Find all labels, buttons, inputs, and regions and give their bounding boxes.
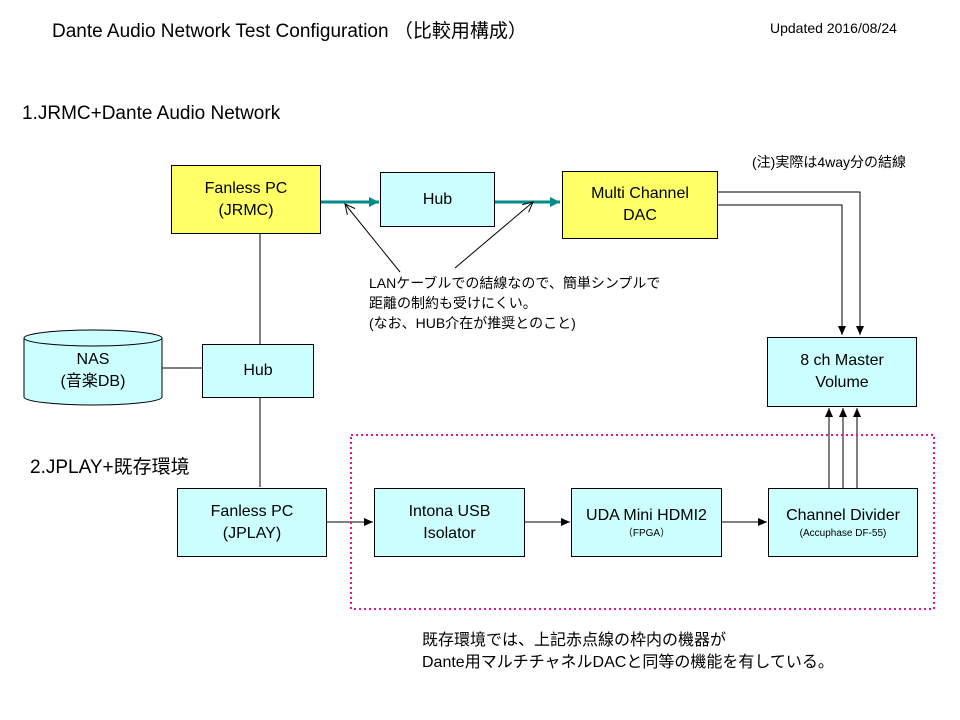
section-1-title: 1.JRMC+Dante Audio Network [22,103,281,124]
hub-mid-box: Hub [202,344,314,398]
dac-volume-line-1 [718,191,864,335]
note-pointer-left [345,204,401,273]
hub-top-label: Hub [422,190,453,208]
nas-cylinder [23,329,163,406]
section-2-title: 2.JPLAY+既存環境 [30,457,190,478]
channel-divider-box: Channel Divider (Accuphase DF-55) [768,488,918,557]
uda-sub: （FPGA） [622,528,671,539]
hub-mid-label: Hub [243,362,273,379]
nas-sub: (音楽DB) [60,373,126,390]
bottom-note-line-1: 既存環境では、上記赤点線の枠内の機器が [422,632,727,649]
updated-date: Updated 2016/08/24 [770,20,897,36]
fanless-pc-jplay-sub: (JPLAY) [222,524,282,542]
multi-channel-dac-sub: DAC [623,207,657,224]
fanless-pc-jplay-label: Fanless PC [210,502,294,520]
dac-volume-line-2 [718,204,846,335]
master-volume-label: 8 ch Master [800,352,884,369]
master-volume-sub: Volume [815,374,869,391]
existing-env-frame [350,434,935,610]
channel-divider-label: Channel Divider [786,507,900,524]
page-title: Dante Audio Network Test Configuration （… [52,21,527,42]
hub-top-box: Hub [380,172,495,227]
intona-label: Intona USB [408,502,491,520]
multi-channel-dac-box: Multi Channel DAC [562,171,718,239]
lan-note-line-2: 距離の制約も受けにくい。 [369,295,537,311]
fanless-pc-jrmc-label: Fanless PC [204,179,288,197]
four-way-note: (注)実際は4way分の結線 [752,154,907,170]
intona-usb-isolator-box: Intona USB Isolator [374,488,525,557]
fanless-pc-jrmc-box: Fanless PC (JRMC) [171,165,321,234]
lan-note-line-3: (なお、HUB介在が推奨とのこと) [369,315,576,331]
master-volume-box: 8 ch Master Volume [767,337,917,407]
nas-label: NAS [76,351,110,368]
uda-mini-hdmi2-box: UDA Mini HDMI2 （FPGA） [571,488,722,557]
bottom-note-line-2: Dante用マルチチャネルDACと同等の機能を有している。 [422,654,834,671]
fanless-pc-jplay-box: Fanless PC (JPLAY) [177,488,327,557]
intona-sub: Isolator [423,524,476,542]
channel-divider-sub: (Accuphase DF-55) [799,528,887,539]
uda-label: UDA Mini HDMI2 [586,507,707,524]
lan-note-line-1: LANケーブルでの結線なので、簡単シンプルで [369,275,661,291]
fanless-pc-jrmc-sub: (JRMC) [218,201,274,219]
nas-box: NAS (音楽DB) [24,340,162,402]
note-pointer-right [454,202,533,269]
multi-channel-dac-label: Multi Channel [591,185,689,202]
